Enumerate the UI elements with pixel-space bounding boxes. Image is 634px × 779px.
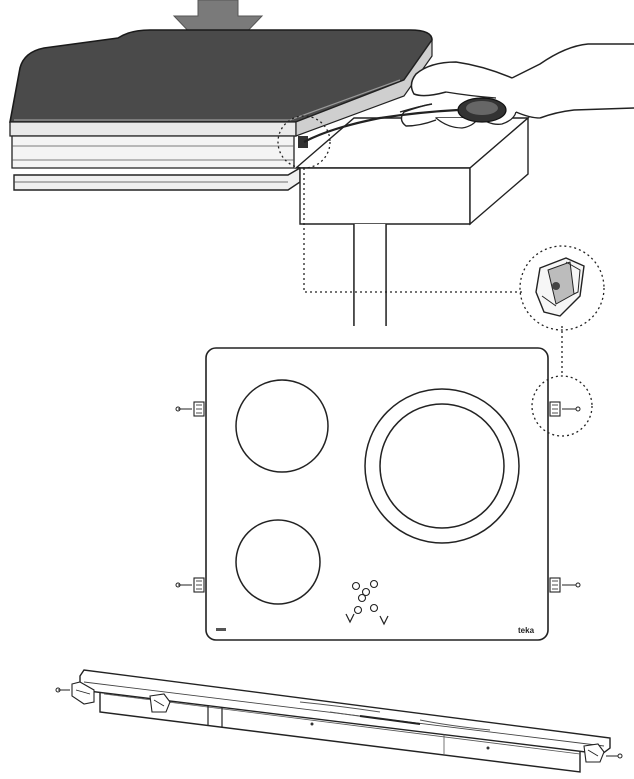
retaining-clip-zoom [519,245,605,331]
counter-block-front [299,167,471,225]
screw-icon [549,577,581,593]
worktop-section [9,0,530,326]
side-view-body [99,692,581,773]
hob-plan-view: teka [175,347,593,641]
screw-icon [55,681,95,705]
clip-zoom-circle [519,245,605,331]
control-panel [345,579,389,626]
leader-lines [303,168,563,376]
cooking-zone-dual-inner [379,403,505,529]
cooking-zone-dual-outer [364,388,520,544]
counter-block-side [469,116,529,226]
hob-glass-edge [9,121,297,137]
cooking-zone-bottom-left [235,519,321,605]
retaining-clip-icon [535,257,585,317]
clip-position-marker [531,375,593,437]
worktop-lower-slab [13,166,301,191]
brand-mark: teka [518,626,535,635]
screw-icon [175,401,205,417]
screw-icon [175,577,205,593]
hob-body [11,135,295,169]
hob-side-view [55,669,623,773]
hob-outline [205,347,549,641]
screw-icon [549,401,581,417]
cooking-zone-top-left [235,379,329,473]
hob-glass-top [9,29,433,123]
screw-icon [149,693,171,713]
screw-icon [583,743,623,763]
hand-icon [303,43,634,143]
